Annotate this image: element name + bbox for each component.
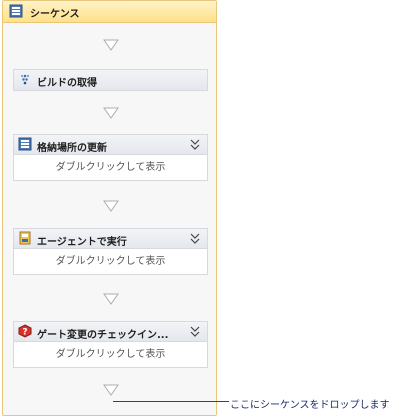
activity-label: ビルドの取得 [37,78,97,89]
activity-update-drop-location[interactable]: 格納場所の更新 ダブルクリックして表示 [13,134,208,181]
sequence-header[interactable]: シーケンス [3,1,216,23]
drop-arrow-icon[interactable] [103,200,119,212]
activity-body-hint[interactable]: ダブルクリックして表示 [55,256,166,267]
expand-icon[interactable] [189,324,201,338]
get-build-icon [20,74,30,85]
drop-arrow-icon[interactable] [103,384,119,396]
activity-get-build[interactable]: ビルドの取得 [13,69,208,91]
activity-header[interactable]: ビルドの取得 [13,69,208,91]
drop-arrow-icon[interactable] [103,293,119,305]
sequence-container[interactable]: シーケンス ビルドの取得 [2,0,217,416]
activity-body-hint[interactable]: ダブルクリックして表示 [55,162,166,173]
activity-header[interactable]: ? ゲート変更のチェックイン... [14,322,207,342]
drop-arrow-icon[interactable] [103,107,119,119]
activity-header[interactable]: 格納場所の更新 [14,135,207,155]
expand-icon[interactable] [189,231,201,245]
update-drop-location-icon [18,137,32,151]
svg-text:?: ? [22,328,27,338]
sequence-title: シーケンス [30,9,80,20]
drop-arrow-icon[interactable] [103,39,119,51]
activity-label: 格納場所の更新 [37,143,107,154]
activity-run-on-agent[interactable]: エージェントで実行 ダブルクリックして表示 [13,228,208,275]
activity-label: エージェントで実行 [37,237,127,248]
gated-checkin-icon: ? [18,324,32,338]
drop-hint-label: ここにシーケンスをドロップします [230,400,390,411]
sequence-icon [9,4,23,18]
activity-header[interactable]: エージェントで実行 [14,229,207,249]
activity-body-hint[interactable]: ダブルクリックして表示 [55,349,166,360]
activity-gated-checkin[interactable]: ? ゲート変更のチェックイン... ダブルクリックして表示 [13,321,208,368]
drop-hint-connector [113,401,229,402]
run-on-agent-icon [19,231,31,245]
expand-icon[interactable] [189,137,201,151]
activity-label: ゲート変更のチェックイン... [37,330,169,341]
